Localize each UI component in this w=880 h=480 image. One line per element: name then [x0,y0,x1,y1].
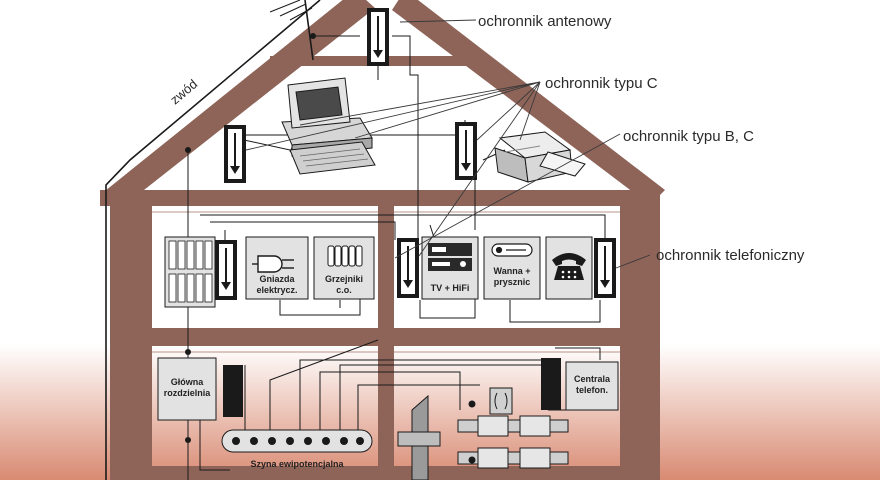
wire-label: zwód [167,76,200,107]
telephone-icon [552,253,586,280]
computer-icon [281,77,376,175]
tv-hifi-box: TV + HiFi [421,236,479,300]
type-bc-protector-device [215,240,237,300]
printer-icon [494,131,586,183]
chimney-pipe [397,394,441,480]
water-meter-pipes [457,387,569,469]
ground-floor-protector [223,365,243,417]
exchange-label-2: telefon. [576,385,608,395]
type-c-protector-label: ochronnik typu C [545,75,658,92]
sockets-label-1: Gniazda [259,274,295,284]
telephone-box [545,236,593,300]
radiators-box: Grzejniki c.o. [313,236,375,300]
tv-label: TV + HiFi [431,283,470,293]
exchange-protector [541,358,561,410]
busbar-label: Szyna ewipotencjalna [250,459,344,469]
phone-protector-label: ochronnik telefoniczny [656,247,805,264]
radiators-label-1: Grzejniki [325,274,363,284]
type-c-protector-left [224,125,246,183]
ground-floor-beam [110,466,660,480]
hifi-icon [428,243,472,271]
exchange-box: Centrala telefon. [565,361,619,411]
bath-label-2: prysznic [494,277,531,287]
upper-floor-beam [100,190,660,206]
exchange-label-1: Centrala [574,374,611,384]
main-board-box: Główna rozdzielnia [157,357,217,421]
sockets-label-2: elektrycz. [256,285,297,295]
leader-lines [245,19,651,269]
antenna-protector-device [367,8,389,66]
radiators-label-2: c.o. [336,285,352,295]
main-board-label-1: Główna [171,377,204,387]
busbar: Szyna ewipotencjalna [221,429,373,469]
sockets-box: Gniazda elektrycz. [245,236,309,300]
roof-left [100,0,375,205]
roof-right [392,0,665,205]
type-c-protector-right [455,122,477,180]
plug-icon [252,255,294,273]
bath-label-1: Wanna + [494,266,531,276]
bathtub-icon [491,243,533,257]
bath-box: Wanna + prysznic [483,236,541,300]
phone-protector-device [594,238,616,298]
wall-center [378,200,394,480]
type-c-protector-middle [397,238,419,298]
radiator-icon [327,245,363,267]
main-board-label-2: rozdzielnia [164,388,212,398]
antenna-protector-label: ochronnik antenowy [478,13,612,30]
distribution-panel [164,236,216,308]
type-bc-protector-label: ochronnik typu B, C [623,128,754,145]
